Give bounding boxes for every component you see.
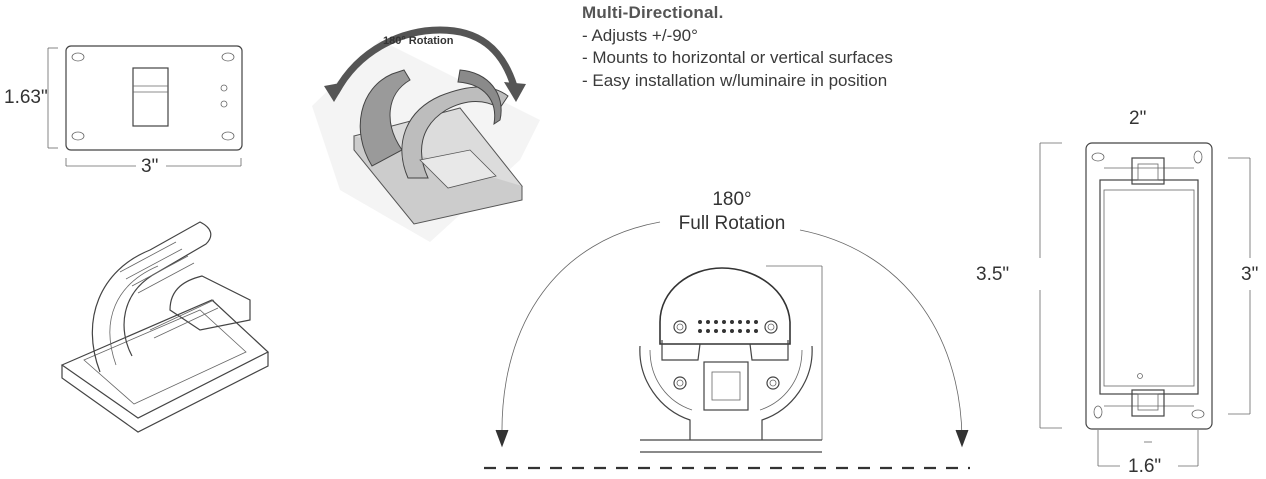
feature-bullet: - Mounts to horizontal or vertical surfa… [582, 48, 893, 67]
side-view-plate [1085, 142, 1213, 430]
side-view-hole-spacing-label: 1.6" [1128, 456, 1162, 477]
front-view-luminaire [484, 221, 970, 470]
feature-title: Multi-Directional. [582, 3, 724, 22]
rotation-render [312, 26, 540, 242]
side-view-width-label: 2" [1129, 108, 1147, 129]
isometric-clamp [60, 221, 270, 433]
top-view-dimension-lines [47, 47, 242, 167]
front-view-rotation: Full Rotation [678, 213, 786, 234]
front-view-caption: 180° Full Rotation [664, 188, 800, 236]
rotation-badge: 180° Rotation [383, 35, 454, 47]
side-view-height-label: 3.5" [976, 264, 1010, 285]
led-dots [698, 320, 758, 333]
front-view-angle: 180° [712, 189, 752, 210]
side-view-inner-height-label: 3" [1241, 264, 1259, 285]
feature-bullet: - Easy installation w/luminaire in posit… [582, 70, 888, 90]
feature-bullet: - Adjusts +/-90° [582, 25, 698, 45]
top-view-plate [65, 45, 243, 151]
top-view-height-label: 1.63" [4, 87, 48, 108]
feature-list: Multi-Directional. - Adjusts +/-90° - Mo… [582, 2, 893, 92]
top-view-width-label: 3" [141, 156, 159, 177]
side-view-dimension-lines [1039, 142, 1251, 467]
